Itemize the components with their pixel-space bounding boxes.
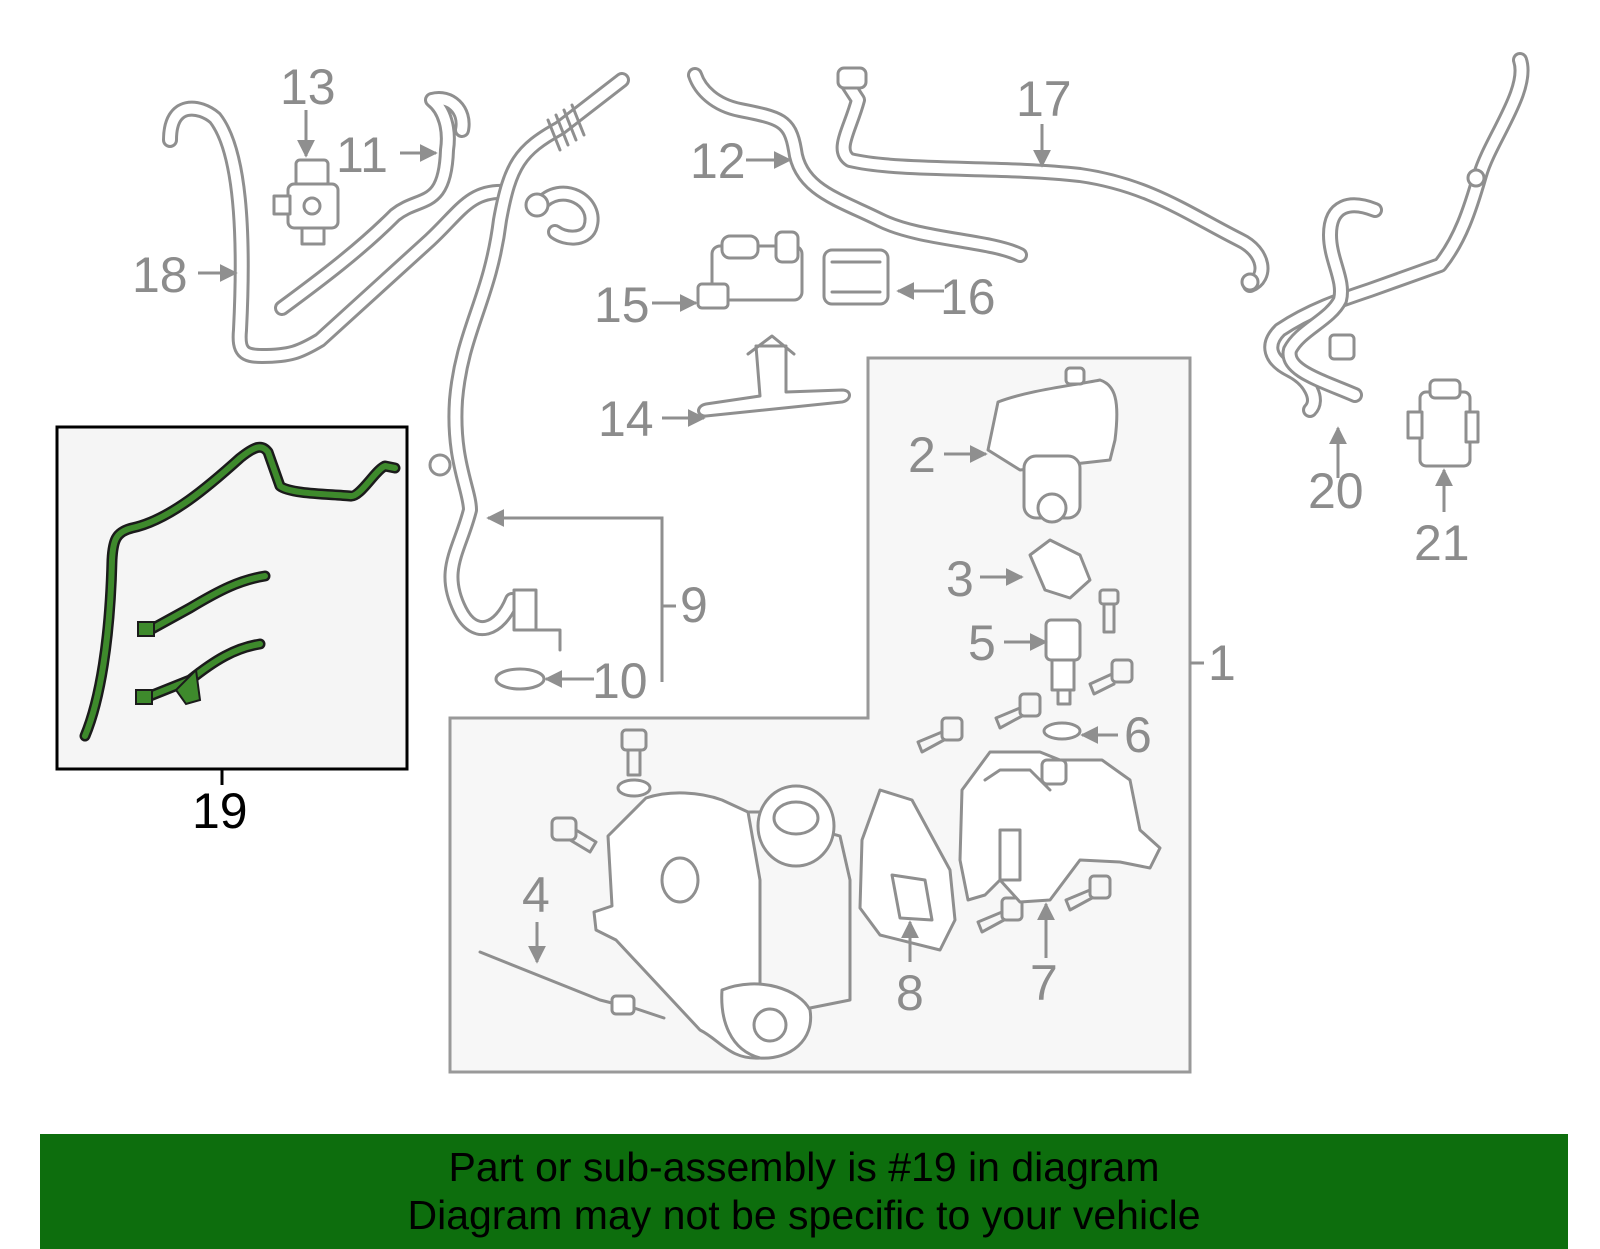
callout-labels: 1 2 3 4 5 6 7 8 9 10 11 12 13 14 15 16 1… [132, 59, 1470, 1021]
callout-4: 4 [522, 867, 550, 923]
part-16-connector[interactable] [822, 248, 890, 306]
part-6-o-ring[interactable] [1042, 721, 1082, 741]
callout-18: 18 [132, 247, 188, 303]
info-banner: Part or sub-assembly is #19 in diagram D… [40, 1134, 1568, 1249]
banner-background [40, 1134, 1568, 1249]
callout-10: 10 [592, 653, 648, 709]
callout-6: 6 [1124, 707, 1152, 763]
callout-12: 12 [690, 133, 746, 189]
part-13-valve[interactable] [272, 158, 340, 246]
callout-14: 14 [598, 391, 654, 447]
callout-17: 17 [1016, 71, 1072, 127]
part-18-hose[interactable] [162, 100, 513, 364]
callout-9: 9 [680, 577, 708, 633]
callout-3: 3 [946, 551, 974, 607]
part-3-gasket[interactable] [1028, 538, 1092, 600]
banner-line-1: Part or sub-assembly is #19 in diagram [448, 1144, 1160, 1190]
callout-8: 8 [896, 965, 924, 1021]
part-19-hose[interactable] [79, 441, 401, 785]
callout-5: 5 [968, 615, 996, 671]
washer [616, 778, 652, 798]
part-7-housing[interactable] [958, 750, 1162, 904]
part-4-cooler[interactable] [478, 784, 852, 1060]
part-21-valve[interactable] [1406, 378, 1480, 468]
callout-2: 2 [908, 427, 936, 483]
callout-21: 21 [1414, 515, 1470, 571]
leader-lines [198, 110, 1453, 964]
callout-19: 19 [192, 783, 248, 839]
callout-13: 13 [280, 59, 336, 115]
bolts [550, 588, 1134, 934]
part-12-hose[interactable] [687, 67, 1028, 263]
part-2-actuator[interactable] [986, 366, 1119, 524]
callout-20: 20 [1308, 463, 1364, 519]
callout-7: 7 [1030, 955, 1058, 1011]
part-10-o-ring[interactable] [494, 667, 546, 691]
part-5-sensor[interactable] [1044, 618, 1082, 706]
part-20-hose[interactable] [1263, 52, 1530, 418]
callout-11: 11 [336, 127, 388, 183]
part-11-hose[interactable] [274, 91, 471, 316]
part-14-bracket[interactable] [697, 334, 851, 418]
part-17-hose[interactable] [835, 66, 1270, 293]
callout-15: 15 [594, 277, 650, 333]
callout-1: 1 [1208, 635, 1236, 691]
callout-16: 16 [940, 269, 996, 325]
part-15-valve[interactable] [696, 230, 804, 310]
part-9-hose[interactable] [428, 72, 630, 652]
banner-line-2: Diagram may not be specific to your vehi… [407, 1192, 1201, 1238]
